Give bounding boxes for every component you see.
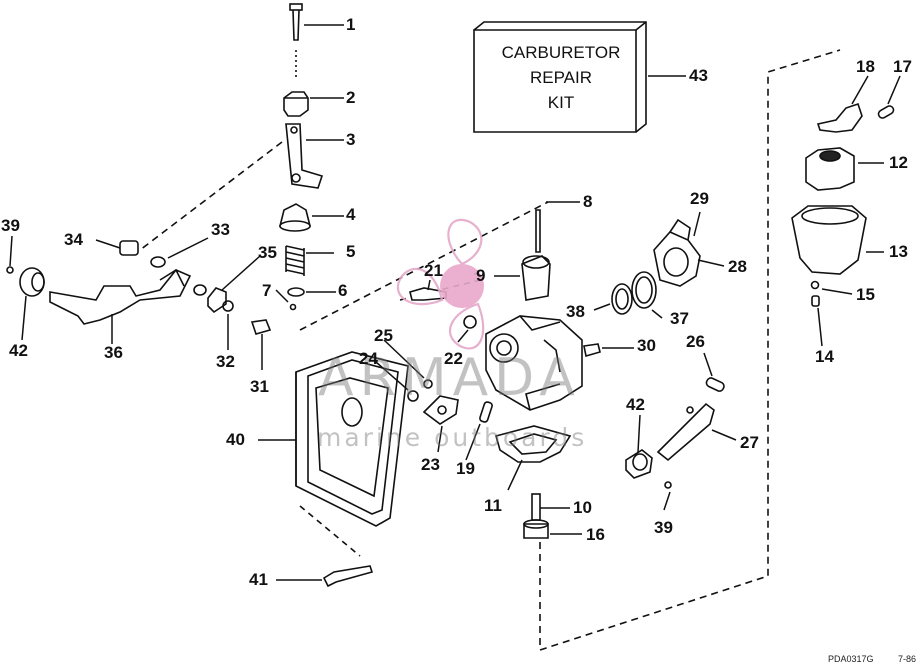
callout-36: 36 bbox=[104, 343, 123, 362]
kit-label-line-2: REPAIR bbox=[529, 68, 593, 87]
figure-date-code: 7-86 bbox=[898, 654, 917, 664]
callout-9: 9 bbox=[476, 266, 486, 285]
callout-42-left: 42 bbox=[9, 341, 28, 360]
callout-3: 3 bbox=[346, 130, 356, 149]
callout-23: 23 bbox=[421, 455, 440, 474]
propeller-logo-icon bbox=[396, 218, 485, 350]
callout-1: 1 bbox=[346, 15, 356, 34]
callout-34: 34 bbox=[64, 230, 83, 249]
callout-15: 15 bbox=[856, 285, 875, 304]
callout-32: 32 bbox=[216, 352, 235, 371]
part-19-pin bbox=[479, 401, 493, 423]
callout-16: 16 bbox=[586, 525, 605, 544]
callout-30: 30 bbox=[637, 336, 656, 355]
callout-18: 18 bbox=[856, 57, 875, 76]
callout-17: 17 bbox=[893, 57, 912, 76]
callout-7: 7 bbox=[262, 281, 272, 300]
callout-39-right: 39 bbox=[654, 518, 673, 537]
callout-35: 35 bbox=[258, 243, 277, 262]
part-37-ring bbox=[631, 271, 657, 309]
part-10-jet bbox=[531, 493, 541, 521]
part-34-bushing bbox=[119, 240, 139, 256]
figure-code: PDA0317G bbox=[828, 654, 874, 664]
part-38-gasket bbox=[611, 283, 633, 315]
part-42-bushing-left bbox=[19, 267, 45, 297]
callout-33: 33 bbox=[211, 220, 230, 239]
part-24-screw bbox=[407, 390, 419, 402]
part-32-ring bbox=[222, 300, 234, 312]
part-3-bracket bbox=[285, 123, 324, 189]
callout-28: 28 bbox=[728, 257, 747, 276]
callout-40: 40 bbox=[226, 430, 245, 449]
part-35-clip bbox=[207, 287, 227, 314]
part-14-screw bbox=[811, 295, 820, 307]
callout-38: 38 bbox=[566, 302, 585, 321]
part-6-washer bbox=[287, 287, 305, 297]
callout-31: 31 bbox=[250, 377, 269, 396]
part-39-screw-left bbox=[6, 266, 14, 274]
part-40-silencer-frame bbox=[295, 351, 409, 527]
callout-43: 43 bbox=[689, 66, 708, 85]
part-9-float bbox=[521, 255, 551, 301]
callout-24: 24 bbox=[359, 349, 378, 368]
callout-21: 21 bbox=[424, 261, 443, 280]
part-27-link bbox=[656, 402, 715, 462]
callout-39-left: 39 bbox=[1, 216, 20, 235]
part-28-choke-housing bbox=[653, 218, 701, 287]
watermark-subtitle: marine outboards bbox=[317, 423, 588, 452]
callout-13: 13 bbox=[889, 242, 908, 261]
callout-11: 11 bbox=[484, 496, 502, 515]
part-36-linkage bbox=[49, 268, 192, 325]
callout-19: 19 bbox=[456, 459, 475, 478]
callout-27: 27 bbox=[740, 433, 759, 452]
part-23-cover bbox=[422, 395, 459, 425]
kit-label-line-1: CARBURETOR bbox=[501, 43, 621, 62]
part-7-ring bbox=[289, 303, 297, 311]
kit-label-line-3: KIT bbox=[547, 93, 575, 112]
callout-2: 2 bbox=[346, 88, 356, 107]
callout-4: 4 bbox=[346, 205, 356, 224]
repair-kit-label: CARBURETOR REPAIR KIT bbox=[486, 40, 636, 115]
callout-29: 29 bbox=[690, 189, 709, 208]
part-26-pin bbox=[705, 377, 725, 392]
callout-14: 14 bbox=[815, 347, 834, 366]
callout-6: 6 bbox=[338, 281, 348, 300]
part-22-washer bbox=[463, 315, 477, 329]
callout-41: 41 bbox=[249, 570, 268, 589]
part-11-gasket bbox=[495, 425, 572, 463]
part-4-knob bbox=[278, 203, 312, 232]
part-30-screw bbox=[583, 343, 601, 358]
part-13-float-bowl bbox=[791, 205, 867, 275]
part-17-pin bbox=[877, 105, 895, 119]
callout-22: 22 bbox=[444, 349, 463, 368]
callout-25: 25 bbox=[374, 326, 393, 345]
part-43-repair-kit-box bbox=[473, 21, 647, 133]
part-8-needle bbox=[535, 209, 541, 253]
callout-8: 8 bbox=[583, 192, 593, 211]
watermark-title: ARMADA bbox=[318, 348, 581, 408]
part-18-lever bbox=[816, 102, 863, 133]
part-12-float bbox=[805, 147, 855, 191]
part-25-gasket bbox=[423, 379, 433, 389]
part-5-spring bbox=[285, 245, 305, 276]
part-41-long-screw bbox=[322, 565, 374, 588]
part-33-washer-2 bbox=[193, 284, 207, 296]
carburetor-body bbox=[485, 315, 583, 411]
part-1-screw bbox=[289, 3, 303, 80]
part-33-washer bbox=[150, 256, 166, 268]
callout-5: 5 bbox=[346, 242, 356, 261]
callout-42-right: 42 bbox=[626, 395, 645, 414]
part-39-screw-right bbox=[664, 481, 672, 489]
part-42-bushing-right bbox=[625, 449, 653, 479]
part-31-screw bbox=[250, 319, 272, 335]
part-16-fitting bbox=[523, 519, 549, 539]
callout-12: 12 bbox=[889, 153, 908, 172]
part-15-washer bbox=[810, 280, 820, 290]
callout-37: 37 bbox=[670, 309, 689, 328]
part-2-nut bbox=[283, 91, 309, 117]
callout-10: 10 bbox=[573, 498, 592, 517]
callout-26: 26 bbox=[686, 332, 705, 351]
